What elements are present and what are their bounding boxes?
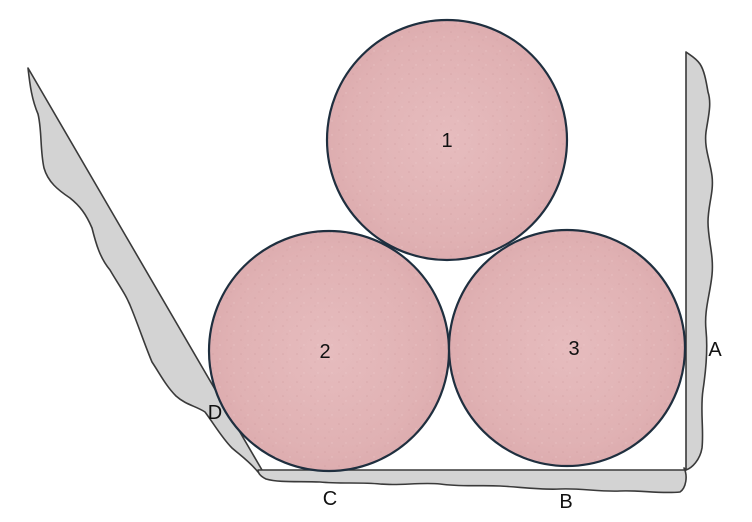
cylinder-1-label: 1 <box>441 130 452 152</box>
contact-label-a: A <box>708 339 722 361</box>
inclined-wall <box>27 67 263 473</box>
floor-wall <box>257 467 687 494</box>
contact-label-b: B <box>559 491 572 513</box>
contact-label-c: C <box>323 488 337 510</box>
cylinder-3: 3 <box>447 228 687 468</box>
contact-label-d: D <box>208 402 222 424</box>
vertical-wall <box>685 51 714 471</box>
cylinder-2: 2 <box>207 229 451 473</box>
cylinder-2-label: 2 <box>319 341 330 363</box>
cylinder-3-label: 3 <box>568 338 579 360</box>
cylinder-1: 1 <box>325 18 569 262</box>
